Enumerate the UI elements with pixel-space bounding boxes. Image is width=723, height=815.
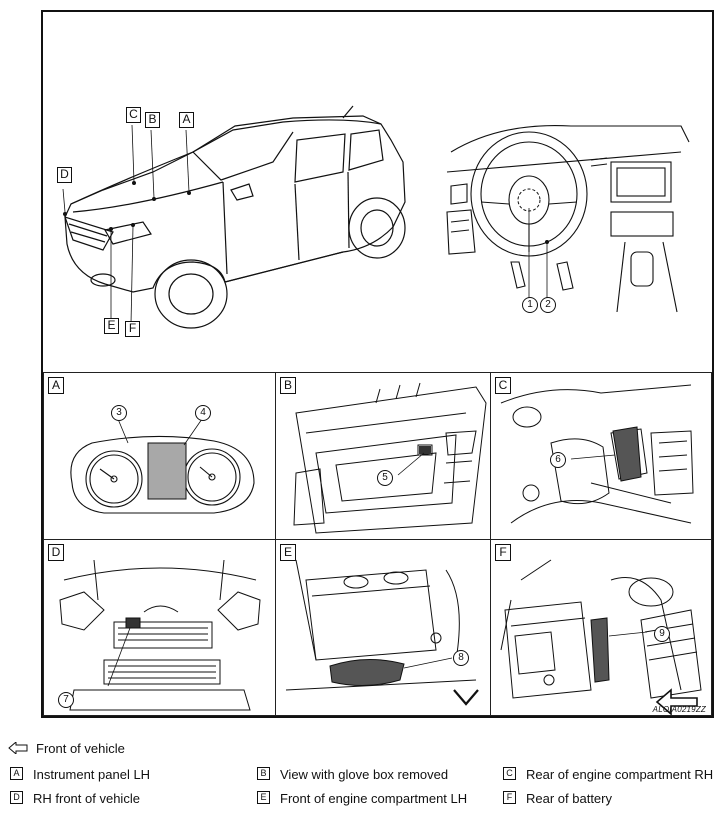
legend-text-b: View with glove box removed <box>280 767 449 783</box>
legend-text-c: Rear of engine compartment RH <box>526 767 714 783</box>
panel-d-label: D <box>48 544 64 561</box>
legend-key-e: E <box>257 791 270 805</box>
panel-f: F 9 <box>490 539 712 716</box>
diagram-frame: C B A D E F <box>41 10 714 718</box>
callout-2: 2 <box>540 297 556 313</box>
dashboard-illustration <box>446 125 690 313</box>
panel-f-label: F <box>495 544 511 561</box>
legend-item-f: F Rear of battery <box>503 790 612 806</box>
legend-front-text: Front of vehicle <box>36 741 125 757</box>
legend-item-d: D RH front of vehicle <box>10 790 140 806</box>
legend-key-a: A <box>10 767 23 781</box>
overview-label-f: F <box>125 321 140 337</box>
front-arrow-icon <box>8 740 28 755</box>
engine-compartment-lh-illustration <box>285 559 479 706</box>
glove-box-area-illustration <box>293 382 487 534</box>
callout-3: 3 <box>111 405 127 421</box>
legend-text-a: Instrument panel LH <box>33 767 151 783</box>
legend-key-b: B <box>257 767 270 781</box>
callout-1: 1 <box>522 297 538 313</box>
panel-d: D 7 <box>43 539 276 716</box>
vehicle-illustration <box>62 105 406 329</box>
panel-b: B 5 <box>275 372 491 540</box>
legend-text-e: Front of engine compartment LH <box>280 791 468 807</box>
overview-label-a: A <box>179 112 194 128</box>
legend-item-e: E Front of engine compartment LH <box>257 790 467 806</box>
rh-front-illustration <box>59 559 261 711</box>
legend-item-a: A Instrument panel LH <box>10 766 150 782</box>
engine-compartment-rh-illustration <box>500 384 694 524</box>
overview-area: C B A D E F <box>43 12 712 370</box>
legend-item-c: C Rear of engine compartment RH <box>503 766 713 782</box>
panel-a: A 3 4 <box>43 372 276 540</box>
legend-text-d: RH front of vehicle <box>33 791 140 807</box>
callout-5: 5 <box>377 470 393 486</box>
callout-9: 9 <box>654 626 670 642</box>
legend-key-c: C <box>503 767 516 781</box>
legend-item-b: B View with glove box removed <box>257 766 448 782</box>
panel-c-label: C <box>495 377 511 394</box>
panel-b-label: B <box>280 377 296 394</box>
rear-of-battery-illustration <box>500 559 702 715</box>
legend-text-f: Rear of battery <box>526 791 612 807</box>
callout-4: 4 <box>195 405 211 421</box>
panel-e-label: E <box>280 544 296 561</box>
legend-front-of-vehicle: Front of vehicle <box>8 740 125 756</box>
panel-c: C 6 <box>490 372 712 540</box>
callout-8: 8 <box>453 650 469 666</box>
overview-label-e: E <box>104 318 119 334</box>
overview-label-c: C <box>126 107 141 123</box>
overview-label-d: D <box>57 167 72 183</box>
panel-a-label: A <box>48 377 64 394</box>
callout-6: 6 <box>550 452 566 468</box>
overview-label-b: B <box>145 112 160 128</box>
legend-key-d: D <box>10 791 23 805</box>
legend-key-f: F <box>503 791 516 805</box>
panel-e: E 8 <box>275 539 491 716</box>
callout-7: 7 <box>58 692 74 708</box>
instrument-cluster-illustration <box>70 418 255 514</box>
figure-code: ALOIA0219ZZ <box>652 705 706 714</box>
